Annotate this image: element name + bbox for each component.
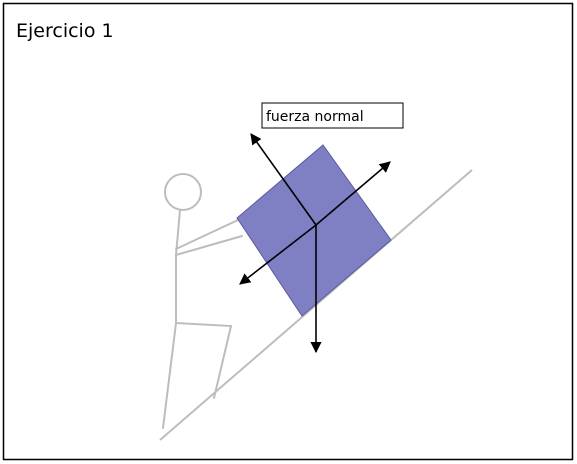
normal-force-label: fuerza normal <box>261 102 404 129</box>
stick-figure <box>162 173 243 429</box>
figure-lower-arm <box>175 235 243 256</box>
applied-force-arrow <box>315 161 391 226</box>
label-box <box>261 102 404 129</box>
figure-upper-arm <box>175 219 239 250</box>
figure-back-leg <box>162 322 177 429</box>
friction-arrow <box>239 224 317 285</box>
exercise-title: Ejercicio 1 <box>16 20 114 42</box>
block <box>236 144 392 317</box>
label-text: fuerza normal <box>266 109 364 125</box>
figure-head <box>164 173 202 211</box>
figure-neck <box>175 209 181 256</box>
normal-force-arrow <box>250 133 317 226</box>
figure-front-leg <box>175 322 233 399</box>
force-arrows <box>239 133 391 354</box>
